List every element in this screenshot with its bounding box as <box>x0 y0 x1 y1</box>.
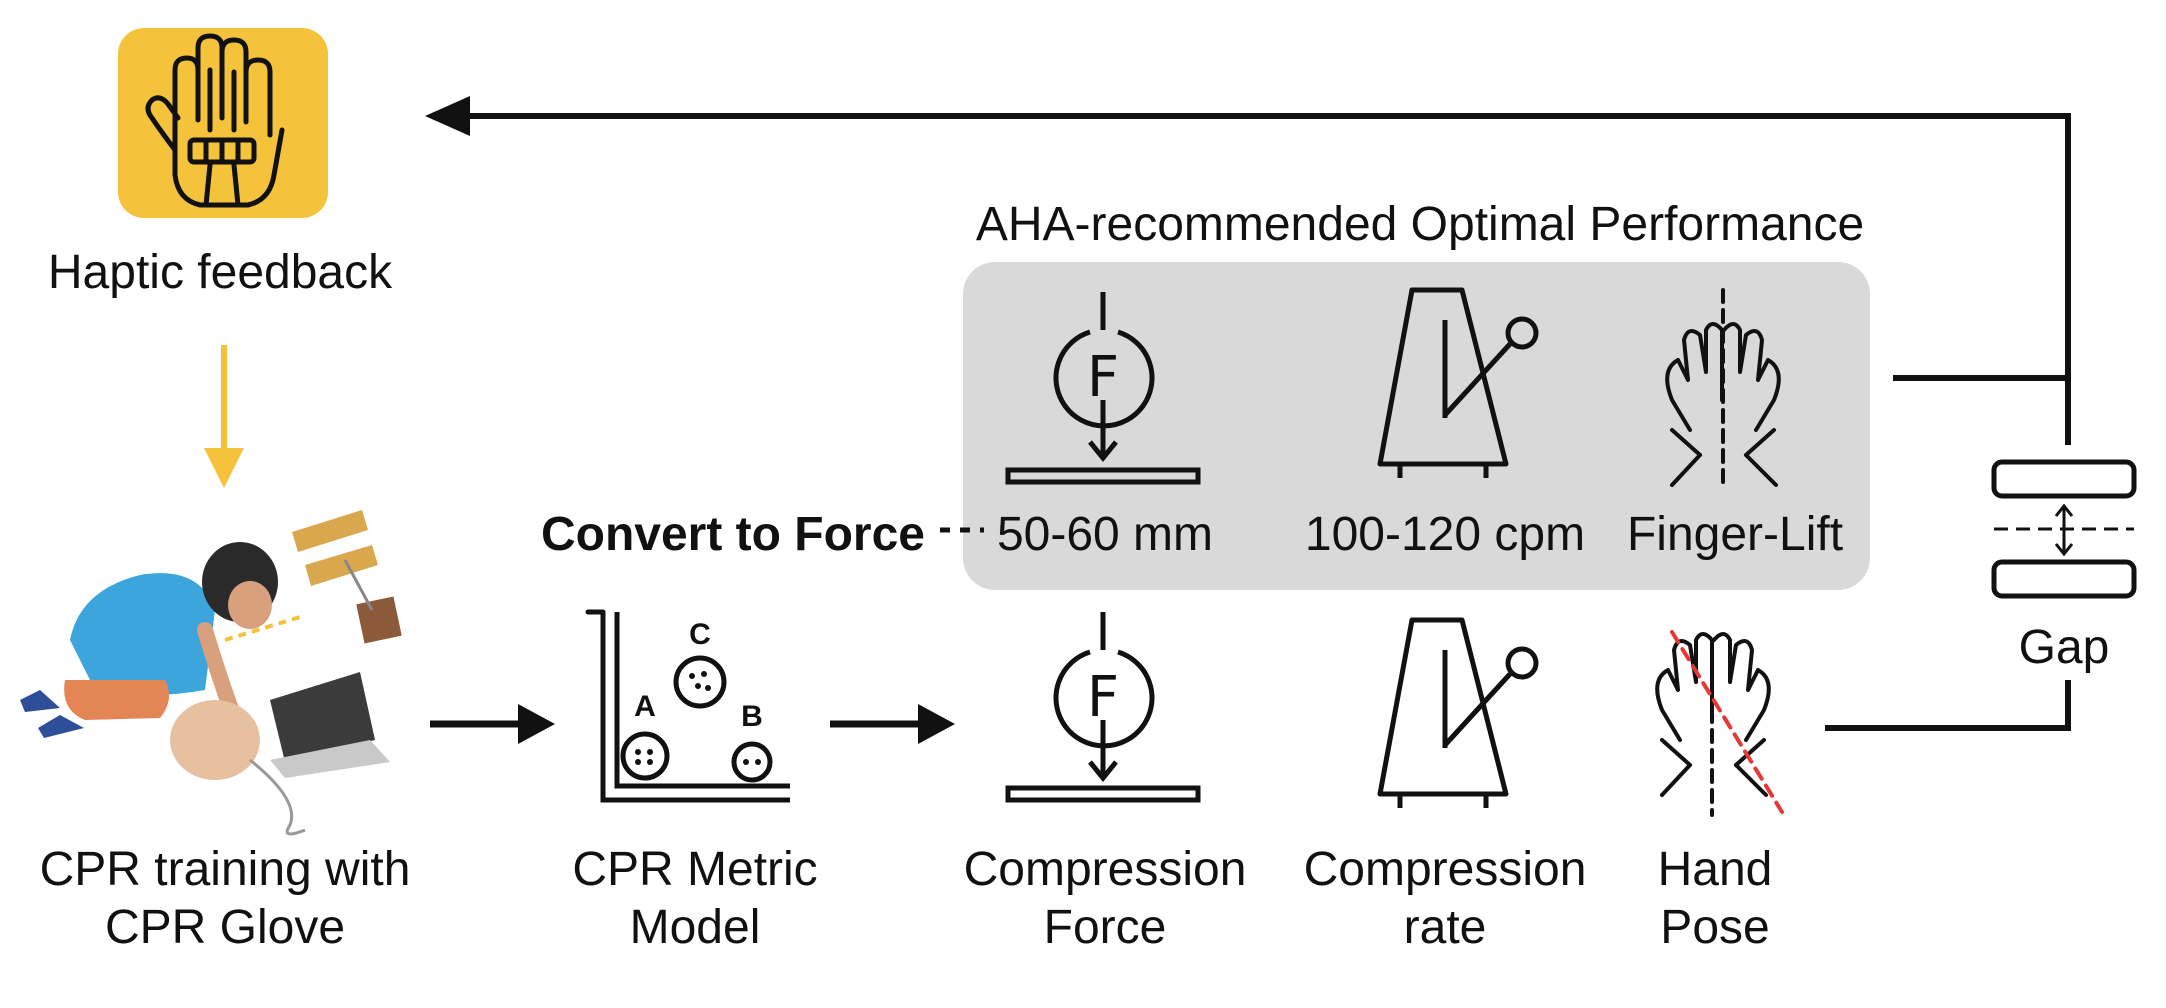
metronome-icon <box>1377 617 1539 808</box>
force-label-line1: Compression <box>963 843 1247 896</box>
force-symbol-optimal: F <box>1087 345 1119 410</box>
gap-label: Gap <box>2018 621 2110 674</box>
gap-icon <box>1991 459 2137 599</box>
optimal-rate-value: 100-120 cpm <box>1304 508 1586 561</box>
feedback-loop-lines <box>468 113 2071 731</box>
cluster-label-c: C <box>689 618 711 651</box>
force-symbol: F <box>1087 665 1119 730</box>
finger-lift-hands-icon <box>1665 288 1781 487</box>
model-label-line2: Model <box>629 901 761 954</box>
training-label-line1: CPR training with <box>39 843 411 896</box>
cluster-chart-icon <box>585 609 790 803</box>
haptic-glove-icon <box>118 28 328 218</box>
hand-pose-icon <box>1655 630 1784 817</box>
rate-label-line1: Compression <box>1303 843 1587 896</box>
arrow-to-model <box>430 704 555 744</box>
rate-label-line2: rate <box>1403 901 1487 954</box>
pose-label-line1: Hand <box>1657 843 1773 896</box>
force-label-line2: Force <box>1043 901 1167 954</box>
arrow-to-force <box>830 704 955 744</box>
force-gauge-icon-optimal <box>1005 292 1201 485</box>
metronome-icon-optimal <box>1377 287 1539 478</box>
optimal-depth-value: 50-60 mm <box>996 508 1214 561</box>
pose-label-line2: Pose <box>1660 901 1770 954</box>
aha-title: AHA-recommended Optimal Performance <box>975 198 1865 251</box>
haptic-feedback-label: Haptic feedback <box>47 246 393 299</box>
return-arrow-head <box>425 96 470 136</box>
force-gauge-icon <box>1005 612 1201 803</box>
cluster-label-b: B <box>741 700 763 733</box>
training-label-line2: CPR Glove <box>104 901 346 954</box>
model-label-line1: CPR Metric <box>572 843 818 896</box>
cpr-training-illustration <box>20 510 402 836</box>
convert-to-force-label: Convert to Force <box>540 508 925 561</box>
aha-optimal-panel <box>963 262 1870 590</box>
optimal-finger-value: Finger-Lift <box>1626 508 1844 561</box>
feedback-down-arrow <box>204 345 244 488</box>
cluster-label-a: A <box>634 690 656 723</box>
